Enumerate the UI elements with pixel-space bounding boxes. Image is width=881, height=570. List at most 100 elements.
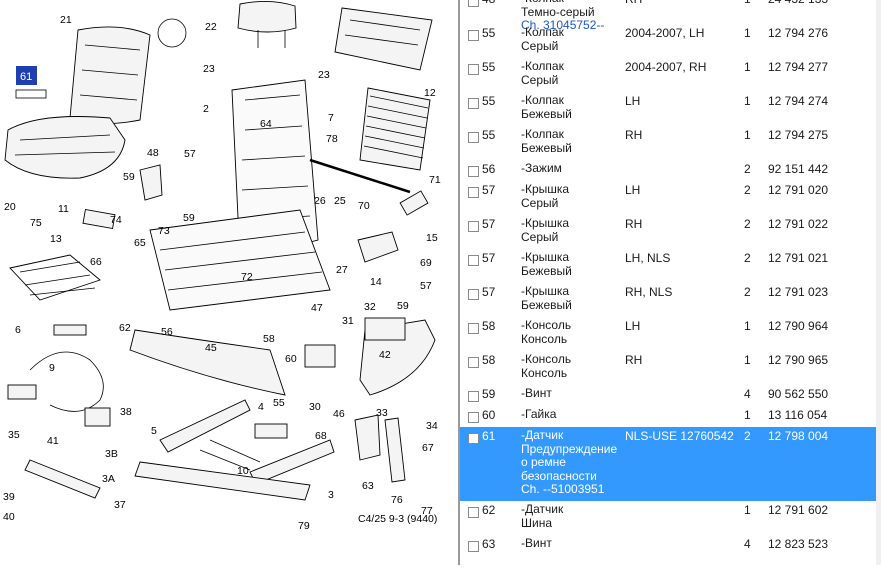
callout-label: 26 (314, 195, 326, 207)
parts-list-scrollbar[interactable] (876, 0, 881, 565)
callout-label: 21 (60, 14, 72, 26)
part-note: RH (625, 128, 643, 142)
part-number: 57 (482, 183, 496, 197)
callout-label: 66 (90, 256, 102, 268)
row-checkbox[interactable] (468, 0, 479, 7)
part-quantity: 1 (744, 60, 751, 74)
row-checkbox[interactable] (468, 541, 479, 552)
part-quantity: 1 (744, 94, 751, 108)
callout-label: 42 (379, 349, 391, 361)
part-code: 12 791 023 (768, 285, 829, 299)
svg-text:C4/25 9-3 (9440): C4/25 9-3 (9440) (358, 513, 437, 525)
svg-text:61: 61 (20, 71, 32, 83)
row-checkbox[interactable] (468, 64, 479, 75)
row-checkbox[interactable] (468, 412, 479, 423)
part-number: 60 (482, 408, 496, 422)
callout-label: 2 (203, 103, 209, 115)
row-checkbox[interactable] (468, 433, 479, 444)
part-code: 13 116 054 (768, 408, 828, 422)
part-note: LH (625, 319, 641, 333)
part-note: RH (625, 217, 643, 231)
callout-label: 31 (342, 315, 354, 327)
part-name: -Зажим (521, 161, 621, 176)
row-checkbox[interactable] (468, 289, 479, 300)
callout-label: 69 (420, 257, 432, 269)
pane-divider[interactable] (458, 0, 460, 565)
part-code: 12 823 523 (768, 537, 829, 551)
row-checkbox[interactable] (468, 98, 479, 109)
row-checkbox[interactable] (468, 255, 479, 266)
part-number: 58 (482, 353, 496, 367)
callout-label: 30 (309, 401, 321, 413)
part-note: LH (625, 183, 641, 197)
part-number: 57 (482, 217, 496, 231)
part-quantity: 1 (744, 503, 751, 517)
row-checkbox[interactable] (468, 187, 479, 198)
row-checkbox[interactable] (468, 357, 479, 368)
callout-label: 12 (424, 87, 436, 99)
part-note: 2004-2007, LH (625, 26, 705, 40)
part-number: 62 (482, 503, 496, 517)
part-variant: Шина (521, 515, 553, 530)
callout-label: 55 (273, 397, 285, 409)
part-number: 55 (482, 60, 496, 74)
callout-label: 22 (205, 21, 217, 33)
part-name-text: -Консоль (521, 318, 572, 332)
part-quantity: 4 (744, 537, 751, 551)
part-note: 2004-2007, RH (625, 60, 707, 74)
part-number: 55 (482, 128, 496, 142)
row-checkbox[interactable] (468, 323, 479, 334)
callout-label: 20 (4, 201, 16, 213)
callout-label: 78 (326, 133, 338, 145)
part-variant: Предупреждение о ремне безопасности (521, 441, 618, 483)
callout-label: 6 (15, 324, 21, 336)
callout-label: 34 (426, 420, 438, 432)
callout-label: 11 (58, 203, 69, 215)
part-variant: Серый (521, 229, 559, 244)
part-code: 12 794 276 (768, 26, 829, 40)
part-note: RH, NLS (625, 285, 673, 299)
row-checkbox[interactable] (468, 30, 479, 41)
part-name-text: -Консоль (521, 352, 572, 366)
part-name-text: -Крышка (521, 182, 570, 196)
callout-label: 47 (311, 302, 323, 314)
callout-label: 79 (298, 520, 310, 532)
callout-label: 57 (184, 148, 196, 160)
row-checkbox[interactable] (468, 221, 479, 232)
part-number: 58 (482, 319, 496, 333)
part-quantity: 2 (744, 285, 751, 299)
row-checkbox[interactable] (468, 132, 479, 143)
callout-label: 59 (397, 300, 409, 312)
row-checkbox[interactable] (468, 166, 479, 177)
part-name-text: -Датчик (521, 502, 564, 516)
part-code: 12 794 275 (768, 128, 829, 142)
row-checkbox[interactable] (468, 391, 479, 402)
callout-label: 65 (134, 237, 146, 249)
part-number: 59 (482, 387, 496, 401)
row-checkbox[interactable] (468, 507, 479, 518)
callout-label: 10 (237, 465, 249, 477)
part-note: RH (625, 0, 642, 6)
